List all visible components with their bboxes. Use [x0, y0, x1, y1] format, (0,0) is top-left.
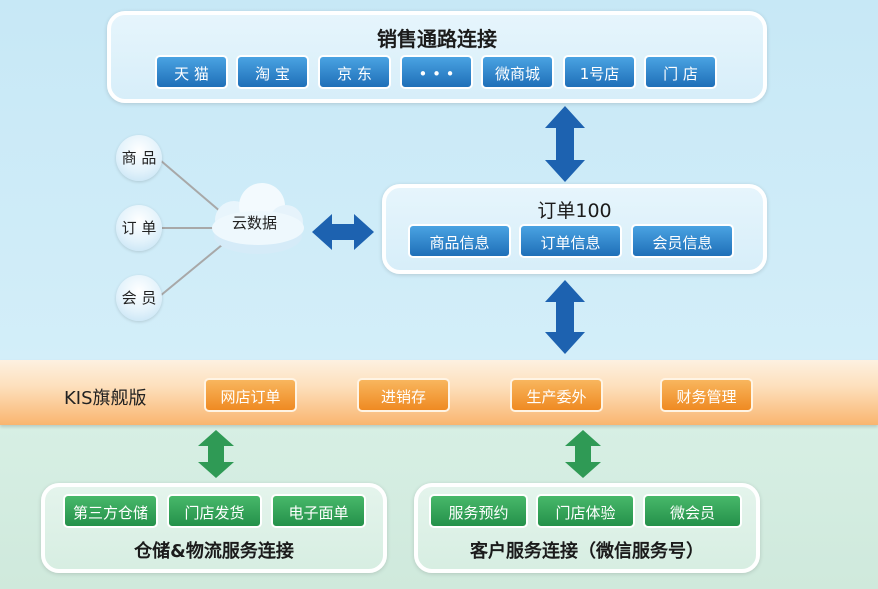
- member-link-line: [159, 239, 229, 297]
- order-info-button[interactable]: 订单信息: [519, 224, 622, 258]
- product-info-button[interactable]: 商品信息: [408, 224, 511, 258]
- order-kis-arrow: [545, 280, 585, 354]
- cloud-icon: [212, 183, 304, 254]
- customer-service-title: 客户服务连接（微信服务号）: [470, 541, 704, 562]
- channel-store-button[interactable]: 门 店: [644, 55, 717, 89]
- service-booking-button[interactable]: 服务预约: [429, 494, 528, 528]
- cloud-data-label: 云数据: [232, 214, 278, 232]
- cloud-order-arrow: [312, 214, 374, 250]
- e-waybill-button[interactable]: 电子面单: [271, 494, 366, 528]
- member-info-button[interactable]: 会员信息: [631, 224, 734, 258]
- micro-member-button[interactable]: 微会员: [643, 494, 742, 528]
- online-order-button[interactable]: 网店订单: [204, 378, 297, 412]
- node-order: 订 单: [116, 205, 162, 251]
- node-product: 商 品: [116, 135, 162, 181]
- node-member: 会 员: [116, 275, 162, 321]
- store-shipping-button[interactable]: 门店发货: [167, 494, 262, 528]
- channel-yhd-button[interactable]: 1号店: [563, 55, 636, 89]
- channel-more-button[interactable]: • • •: [400, 55, 473, 89]
- logistics-title: 仓储&物流服务连接: [134, 541, 294, 562]
- sales-channel-title: 销售通路连接: [377, 27, 497, 51]
- inventory-button[interactable]: 进销存: [357, 378, 450, 412]
- product-link-line: [159, 159, 229, 219]
- kis-customer-arrow: [565, 430, 601, 478]
- store-experience-button[interactable]: 门店体验: [536, 494, 635, 528]
- outsourcing-button[interactable]: 生产委外: [510, 378, 603, 412]
- finance-button[interactable]: 财务管理: [660, 378, 753, 412]
- third-party-warehouse-button[interactable]: 第三方仓储: [63, 494, 158, 528]
- channel-tmall-button[interactable]: 天 猫: [155, 55, 228, 89]
- channel-taobao-button[interactable]: 淘 宝: [236, 55, 309, 89]
- kis-logistics-arrow: [198, 430, 234, 478]
- kis-label: KIS旗舰版: [64, 388, 147, 409]
- channel-jd-button[interactable]: 京 东: [318, 55, 391, 89]
- order100-title: 订单100: [537, 200, 612, 222]
- sales-order-arrow: [545, 106, 585, 182]
- channel-microstore-button[interactable]: 微商城: [481, 55, 554, 89]
